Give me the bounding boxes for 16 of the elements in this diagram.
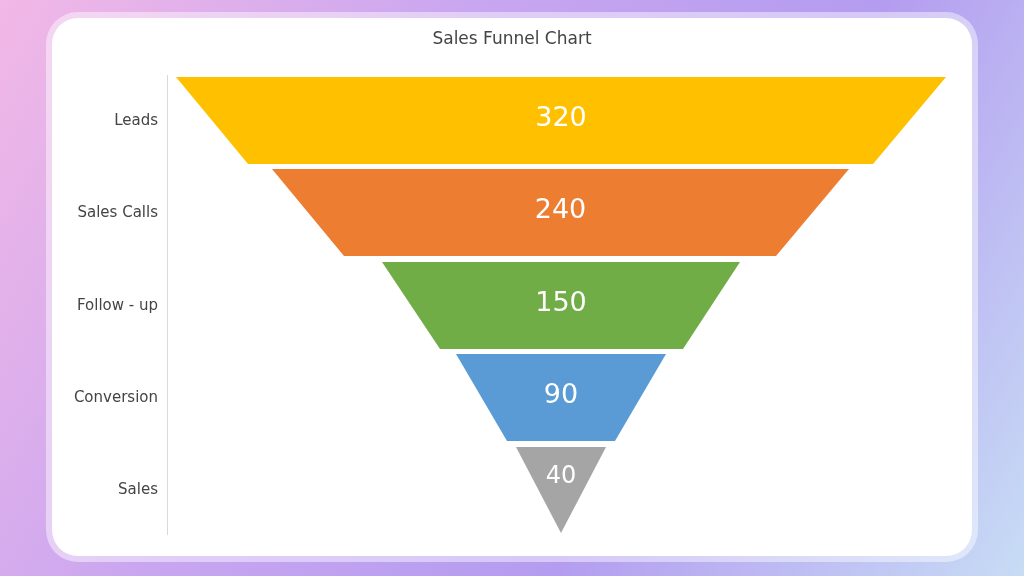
value-label: 90 (542, 378, 580, 409)
value-label: 320 (534, 101, 588, 132)
funnel-band (382, 262, 740, 349)
funnel-band (456, 354, 666, 441)
chart-title: Sales Funnel Chart (431, 28, 593, 48)
value-label: 150 (534, 286, 588, 317)
category-label: Follow - up (76, 295, 158, 314)
value-label: 40 (544, 461, 578, 489)
category-label: Conversion (73, 387, 158, 406)
category-label: Sales (118, 480, 158, 498)
funnel-band (272, 169, 849, 256)
funnel-band (516, 447, 606, 533)
funnel-band (176, 77, 946, 164)
category-label: Sales Calls (77, 202, 158, 221)
value-label: 240 (533, 193, 588, 224)
category-label: Leads (114, 110, 158, 129)
